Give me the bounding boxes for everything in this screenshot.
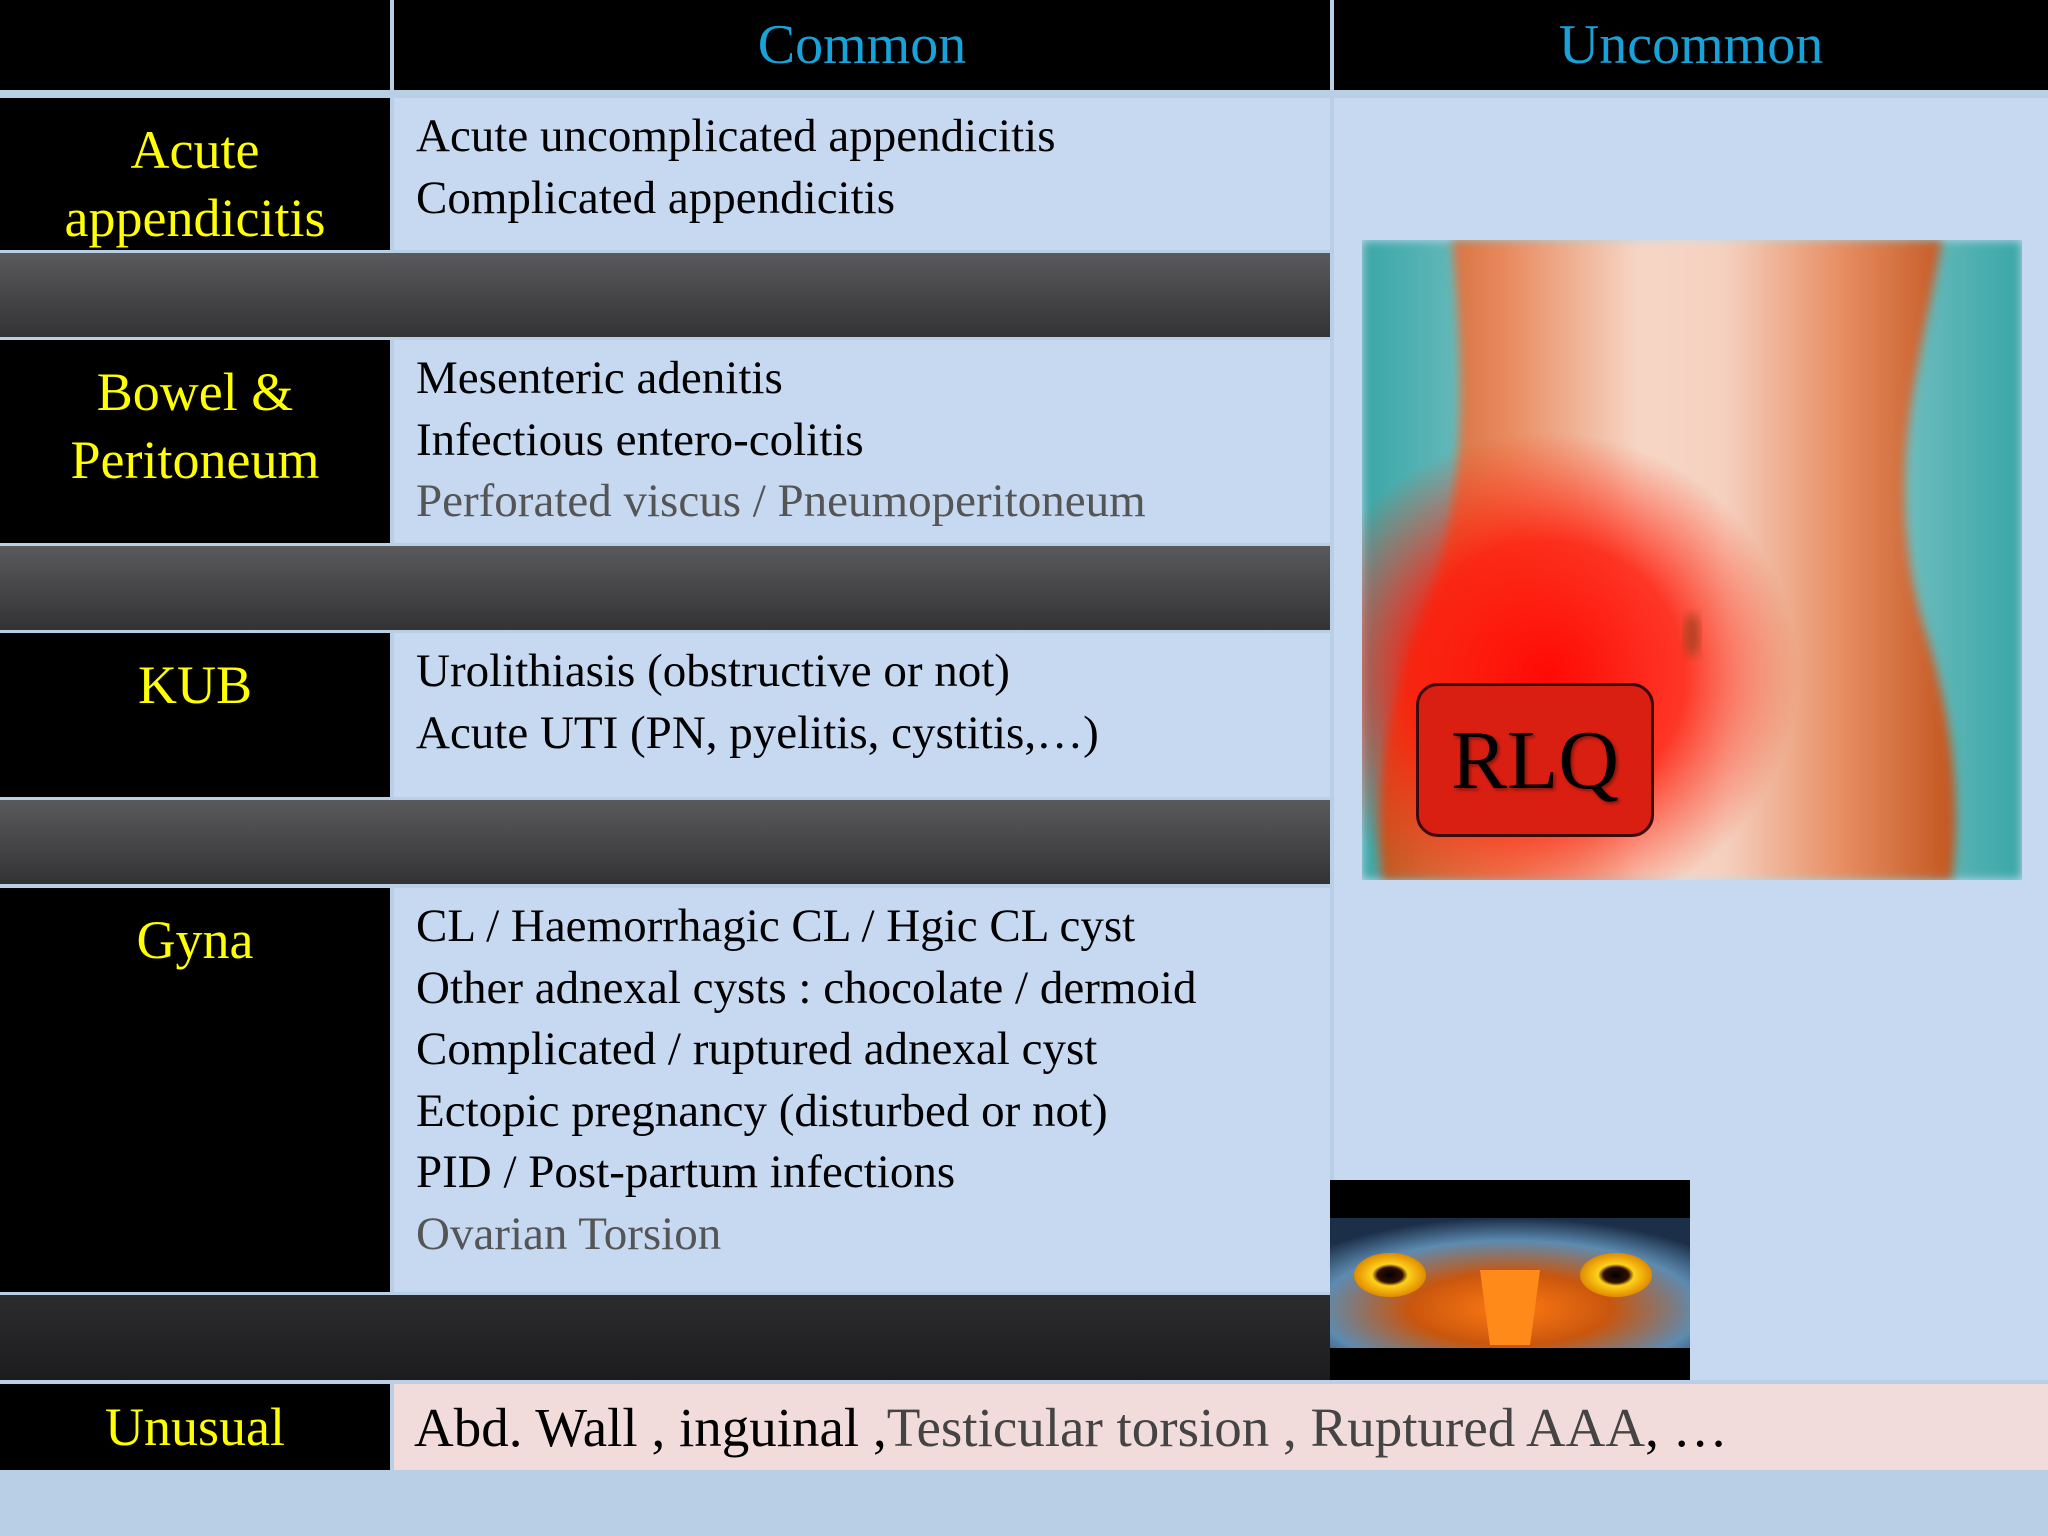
header-uncommon: Uncommon xyxy=(1334,0,2048,90)
list-item: Urolithiasis (obstructive or not) xyxy=(416,645,1010,697)
category-label-line: Gyna xyxy=(136,910,254,970)
category-label-line: Peritoneum xyxy=(70,430,320,490)
eagle-eyes-photo xyxy=(1330,1180,1690,1380)
separator-row xyxy=(0,253,1330,337)
header-common: Common xyxy=(394,0,1330,90)
common-list-kub: Urolithiasis (obstructive or not) Acute … xyxy=(394,633,1330,797)
header-corner-cell xyxy=(0,0,390,90)
list-item: Ectopic pregnancy (disturbed or not) xyxy=(416,1084,1108,1137)
category-label-line: Acute xyxy=(130,120,260,180)
category-bowel-peritoneum: Bowel & Peritoneum xyxy=(0,340,390,543)
unusual-text-part: Abd. Wall , inguinal , xyxy=(414,1396,887,1458)
common-list-gyna: CL / Haemorrhagic CL / Hgic CL cyst Othe… xyxy=(394,888,1330,1292)
separator-row xyxy=(0,546,1330,630)
list-item: Infectious entero-colitis xyxy=(416,413,864,466)
common-list-appendicitis: Acute uncomplicated appendicitis Complic… xyxy=(394,98,1330,250)
unusual-text-part: , … xyxy=(1645,1396,1728,1458)
list-item: Mesenteric adenitis xyxy=(416,352,783,404)
list-item: CL / Haemorrhagic CL / Hgic CL cyst xyxy=(416,900,1136,952)
common-list-bowel: Mesenteric adenitis Infectious entero-co… xyxy=(394,340,1330,543)
list-item: Complicated appendicitis xyxy=(416,171,896,224)
category-gyna: Gyna xyxy=(0,888,390,1292)
category-label-line: Bowel & xyxy=(96,362,294,422)
list-item: Acute uncomplicated appendicitis xyxy=(416,110,1056,162)
list-item-muted: Ovarian Torsion xyxy=(416,1207,722,1260)
rlq-label-box: RLQ xyxy=(1416,683,1654,837)
category-label-line: appendicitis xyxy=(64,188,326,248)
list-item-muted: Perforated viscus / Pneumoperitoneum xyxy=(416,475,1146,527)
category-label-line: Unusual xyxy=(105,1397,285,1457)
separator-row xyxy=(0,800,1330,884)
list-item: Complicated / ruptured adnexal cyst xyxy=(416,1023,1098,1075)
category-label-line: KUB xyxy=(137,655,252,715)
category-kub: KUB xyxy=(0,633,390,797)
list-item: PID / Post-partum infections xyxy=(416,1146,956,1198)
eagle-svg xyxy=(1330,1218,1690,1348)
category-unusual: Unusual xyxy=(0,1384,390,1470)
unusual-text-muted: Testicular torsion , Ruptured AAA xyxy=(886,1396,1646,1458)
unusual-list: Abd. Wall , inguinal , Testicular torsio… xyxy=(394,1384,2048,1470)
separator-row xyxy=(0,1295,1330,1380)
list-item: Other adnexal cysts : chocolate / dermoi… xyxy=(416,961,1197,1014)
category-acute-appendicitis: Acute appendicitis xyxy=(0,98,390,250)
list-item: Acute UTI (PN, pyelitis, cystitis,…) xyxy=(416,706,1099,759)
